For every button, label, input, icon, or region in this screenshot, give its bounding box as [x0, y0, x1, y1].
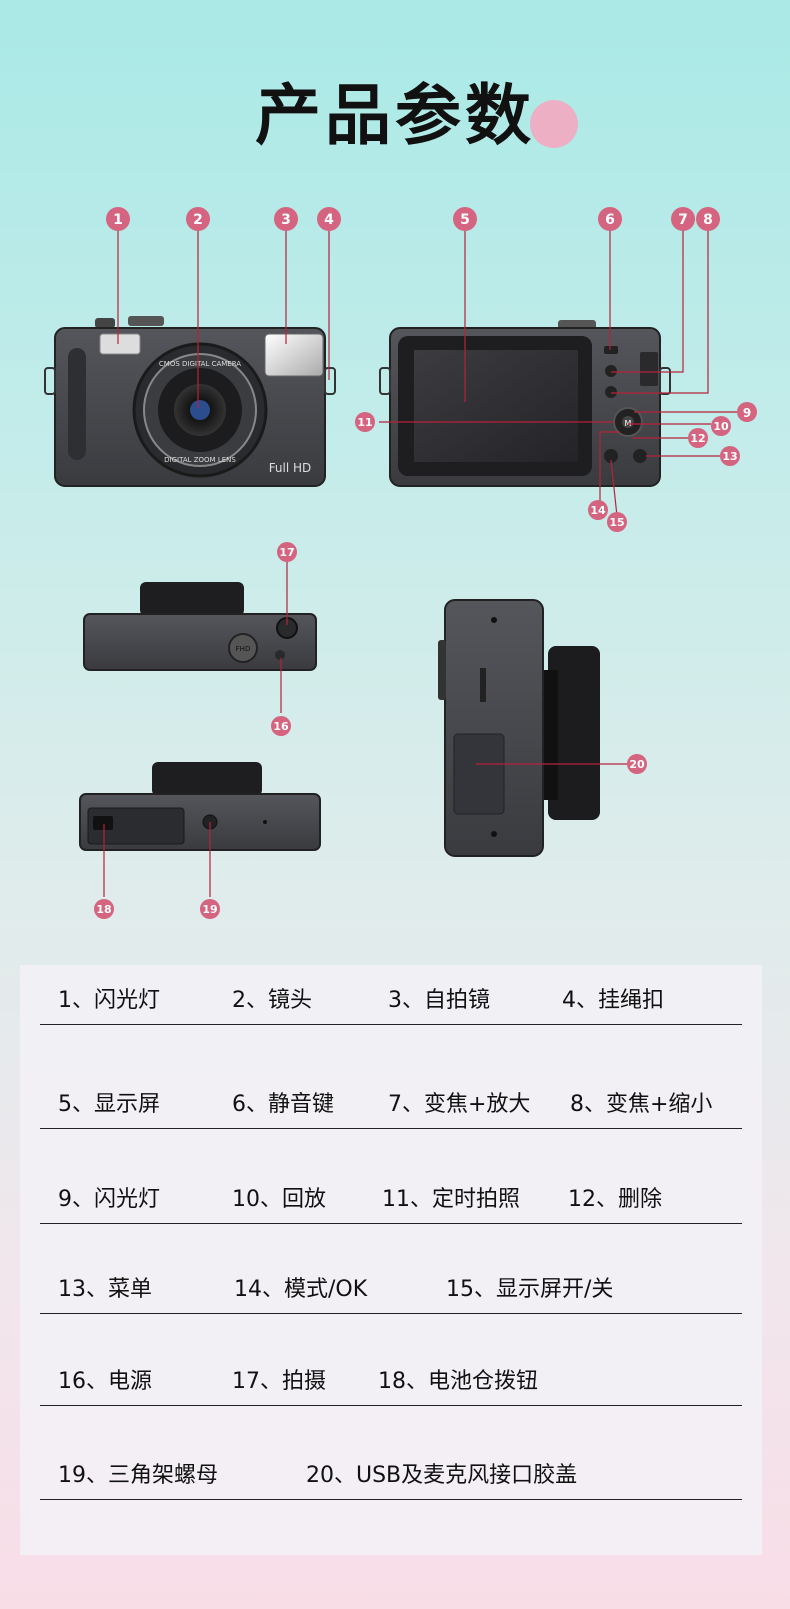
callout-17: 17 [277, 542, 297, 562]
callout-5: 5 [453, 207, 477, 231]
svg-text:18: 18 [96, 903, 111, 916]
svg-text:9: 9 [743, 406, 751, 420]
svg-text:2: 2 [193, 212, 203, 228]
callout-7: 7 [671, 207, 695, 231]
param-item: 9、闪光灯 [58, 1187, 160, 1212]
param-item: 1、闪光灯 [58, 988, 160, 1013]
callout-13: 13 [720, 446, 740, 466]
callout-10: 10 [711, 416, 731, 436]
svg-text:12: 12 [690, 432, 705, 445]
param-item: 12、删除 [568, 1187, 662, 1212]
svg-text:7: 7 [678, 212, 688, 228]
callout-18: 18 [94, 899, 114, 919]
lens-ring-bottom-text: DIGITAL ZOOM LENS [164, 456, 236, 464]
param-item: 20、USB及麦克风接口胶盖 [306, 1463, 578, 1488]
svg-text:11: 11 [357, 416, 372, 429]
param-item: 14、模式/OK [234, 1277, 368, 1302]
leader-lines [103, 229, 737, 897]
svg-text:17: 17 [279, 546, 294, 559]
svg-text:3: 3 [281, 212, 291, 228]
param-item: 18、电池仓拨钮 [378, 1369, 538, 1394]
lens-ring-top-text: CMOS DIGITAL CAMERA [159, 360, 241, 368]
param-item: 11、定时拍照 [382, 1187, 520, 1212]
param-item: 6、静音键 [232, 1092, 334, 1117]
param-item: 16、电源 [58, 1369, 152, 1394]
svg-text:1: 1 [113, 212, 123, 228]
callout-16: 16 [271, 716, 291, 736]
callout-20: 20 [627, 754, 647, 774]
svg-text:8: 8 [703, 212, 713, 228]
page-title: 产品参数 [255, 77, 535, 154]
callout-1: 1 [106, 207, 130, 231]
callout-9: 9 [737, 402, 757, 422]
mode-dial-text: FHD [236, 645, 251, 653]
param-item: 7、变焦+放大 [388, 1092, 531, 1117]
camera-side-view [438, 599, 600, 857]
svg-text:20: 20 [629, 758, 645, 771]
param-item: 10、回放 [232, 1187, 326, 1212]
svg-text:16: 16 [273, 720, 289, 733]
callout-2: 2 [186, 207, 210, 231]
svg-text:13: 13 [722, 450, 737, 463]
param-item: 15、显示屏开/关 [446, 1277, 614, 1302]
param-item: 8、变焦+缩小 [570, 1092, 713, 1117]
param-row: 13、菜单 14、模式/OK 15、显示屏开/关 [40, 1254, 742, 1314]
param-item: 4、挂绳扣 [562, 988, 664, 1013]
callout-3: 3 [274, 207, 298, 231]
camera-top-view: FHD [83, 582, 317, 671]
svg-text:6: 6 [605, 212, 615, 228]
svg-text:4: 4 [324, 212, 334, 228]
callout-11: 11 [355, 412, 375, 432]
callout-14: 14 [588, 500, 608, 520]
param-item: 17、拍摄 [232, 1369, 326, 1394]
callout-4: 4 [317, 207, 341, 231]
svg-text:15: 15 [609, 516, 624, 529]
callout-15: 15 [607, 512, 627, 532]
param-row: 5、显示屏 6、静音键 7、变焦+放大 8、变焦+缩小 [40, 1069, 742, 1129]
svg-text:19: 19 [202, 903, 217, 916]
param-row: 19、三角架螺母 20、USB及麦克风接口胶盖 [40, 1440, 742, 1500]
callout-markers: 1 2 3 4 5 6 7 8 9 10 11 12 13 14 15 17 1… [94, 207, 757, 919]
camera-front-view: CMOS DIGITAL CAMERA DIGITAL ZOOM LENS Fu… [44, 316, 336, 487]
callout-8: 8 [696, 207, 720, 231]
camera-diagram: CMOS DIGITAL CAMERA DIGITAL ZOOM LENS Fu… [44, 207, 757, 919]
title-decoration-dot [530, 100, 578, 148]
camera-bottom-view [79, 762, 321, 851]
param-row: 16、电源 17、拍摄 18、电池仓拨钮 [40, 1346, 742, 1406]
camera-back-view: M [379, 320, 671, 487]
svg-text:5: 5 [460, 212, 470, 228]
param-row: 1、闪光灯 2、镜头 3、自拍镜 4、挂绳扣 [40, 965, 742, 1025]
param-item: 19、三角架螺母 [58, 1463, 218, 1488]
parameter-panel: 1、闪光灯 2、镜头 3、自拍镜 4、挂绳扣 5、显示屏 6、静音键 7、变焦+… [20, 965, 762, 1555]
param-row: 9、闪光灯 10、回放 11、定时拍照 12、删除 [40, 1164, 742, 1224]
callout-19: 19 [200, 899, 220, 919]
svg-text:14: 14 [590, 504, 606, 517]
param-item: 3、自拍镜 [388, 988, 490, 1013]
param-item: 13、菜单 [58, 1277, 152, 1302]
param-item: 5、显示屏 [58, 1092, 160, 1117]
full-hd-badge: Full HD [269, 461, 312, 475]
param-item: 2、镜头 [232, 988, 312, 1013]
callout-12: 12 [688, 428, 708, 448]
callout-6: 6 [598, 207, 622, 231]
svg-text:10: 10 [713, 420, 729, 433]
